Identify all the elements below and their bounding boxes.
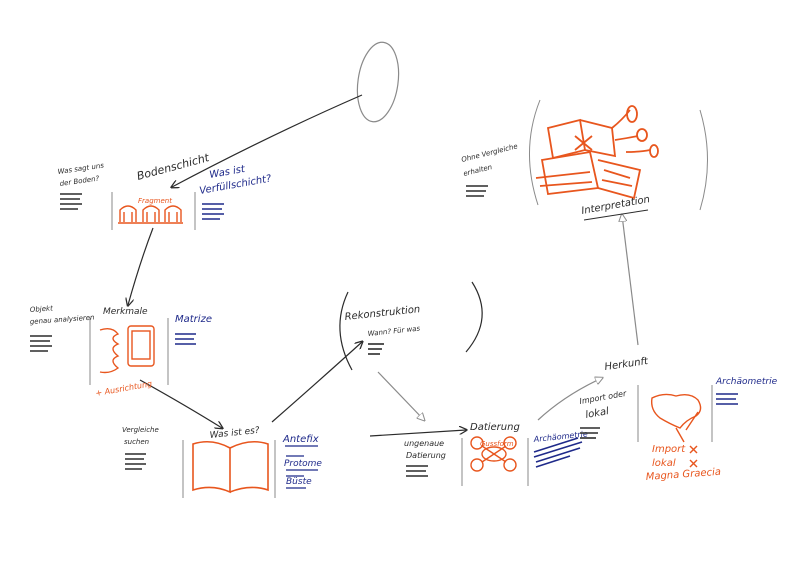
book-sketch: [192, 440, 269, 494]
bueste-note: Büste: [286, 477, 312, 487]
arrow-bodenschicht-to-merkmale: [128, 227, 154, 305]
matrix-sketch: [99, 325, 155, 374]
gussform-label: Gussform: [480, 440, 514, 448]
herkunft-archaeometrie-note: Archäometrie: [715, 377, 778, 387]
was-ist-es-left-note-2: suchen: [124, 438, 149, 446]
antefix-note: Antefix: [282, 434, 319, 445]
interpretation-bracket-right: [699, 109, 708, 211]
connectors: [128, 41, 639, 437]
interpretation-title: Interpretation: [581, 194, 651, 217]
merkmale-left-note: Objekt: [30, 304, 54, 314]
bodenschicht-left-note-2: der Boden?: [59, 174, 100, 188]
arrow-start-to-bodenschicht: [172, 94, 363, 187]
mold-sketch: [470, 436, 517, 472]
interpretation-left-note-2: erhalten: [463, 163, 493, 178]
node-bodenschicht: Bodenschicht Was sagt uns der Boden? Fra…: [57, 151, 273, 230]
node-herkunft: Herkunft Import oder lokal Archäometrie …: [579, 356, 778, 483]
import-note: Import: [652, 444, 686, 455]
arrow-merkmale-to-was-ist-es: [139, 379, 222, 428]
arrow-left-to-datierung: [369, 430, 466, 437]
arrow-datierung-to-herkunft: [537, 378, 602, 421]
datierung-title: Datierung: [470, 422, 520, 433]
rekonstruktion-bracket-right: [465, 281, 483, 353]
node-rekonstruktion: Rekonstruktion Wann? Für was: [344, 304, 421, 355]
rekonstruktion-bracket-left: [339, 291, 353, 371]
merkmale-title: Merkmale: [103, 307, 148, 317]
datierung-left-note: ungenaue: [404, 439, 444, 448]
matrize-note: Matrize: [175, 314, 212, 325]
temple-roof-sketch: [535, 105, 659, 200]
bodenschicht-title: Bodenschicht: [135, 151, 211, 183]
interpretation-bracket-left: [528, 99, 541, 206]
merkmale-left-note-2: genau analysieren: [30, 313, 95, 325]
interpretation-left-note: Ohne Vergleiche: [461, 142, 519, 164]
arrow-herkunft-to-interpretation: [622, 215, 639, 346]
was-ist-es-left-note: Vergleiche: [122, 426, 159, 434]
herkunft-title: Herkunft: [604, 356, 650, 373]
map-sketch: [650, 393, 702, 443]
node-merkmale: Merkmale Objekt genau analysieren + Ausr…: [30, 304, 212, 398]
rekonstruktion-title: Rekonstruktion: [344, 304, 421, 323]
datierung-left-note-2: Datierung: [406, 451, 446, 460]
arrow-rekonstruktion-to-datierung: [377, 371, 424, 420]
node-was-ist-es: Was ist es? Vergleiche suchen Antefix Pr…: [122, 426, 322, 498]
node-interpretation: Ohne Vergleiche erhalten Interpretation: [461, 99, 708, 221]
was-ist-es-title: Was ist es?: [209, 426, 260, 441]
protome-note: Protome: [284, 459, 322, 469]
start-oval: [356, 41, 400, 123]
rekonstruktion-subtitle: Wann? Für was: [367, 324, 420, 337]
fragment-sketch: [118, 205, 183, 224]
lokal-note: lokal: [652, 458, 676, 469]
ausrichtung-note: + Ausrichtung: [95, 379, 153, 398]
arrow-was-ist-es-to-rekonstruktion: [271, 342, 362, 423]
fragment-label: Fragment: [138, 197, 172, 205]
herkunft-left-note: Import oder: [579, 389, 628, 406]
herkunft-left-note-2: lokal: [585, 406, 610, 421]
magna-graecia-note: Magna Graecia: [645, 467, 721, 483]
